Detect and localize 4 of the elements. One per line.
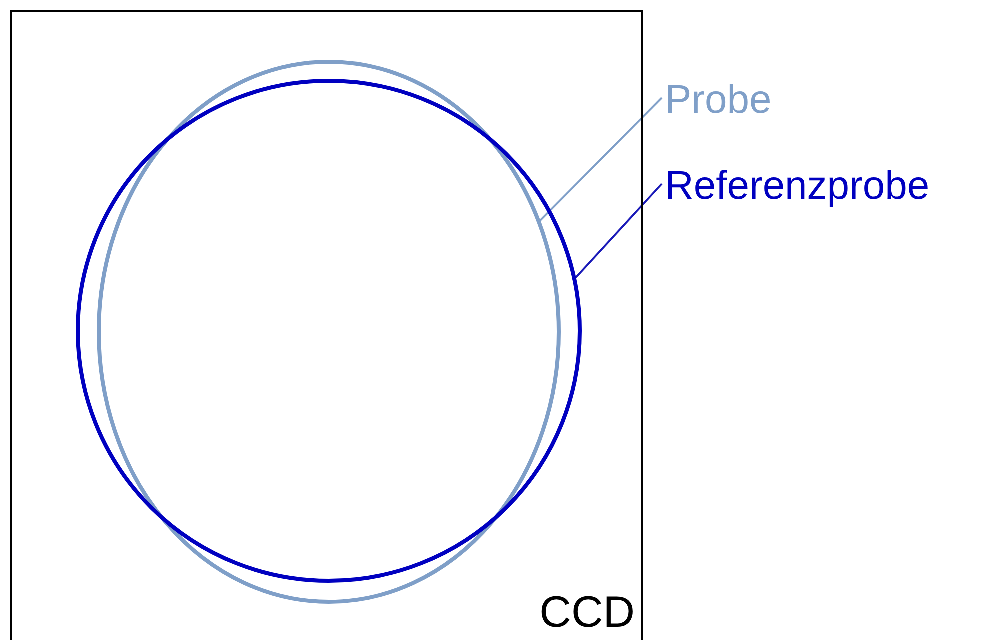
callout-label: Probe: [665, 76, 772, 124]
sensor-frame: [10, 10, 643, 640]
callout-label: Referenzprobe: [665, 162, 930, 210]
sensor-label: CCD: [540, 588, 635, 638]
